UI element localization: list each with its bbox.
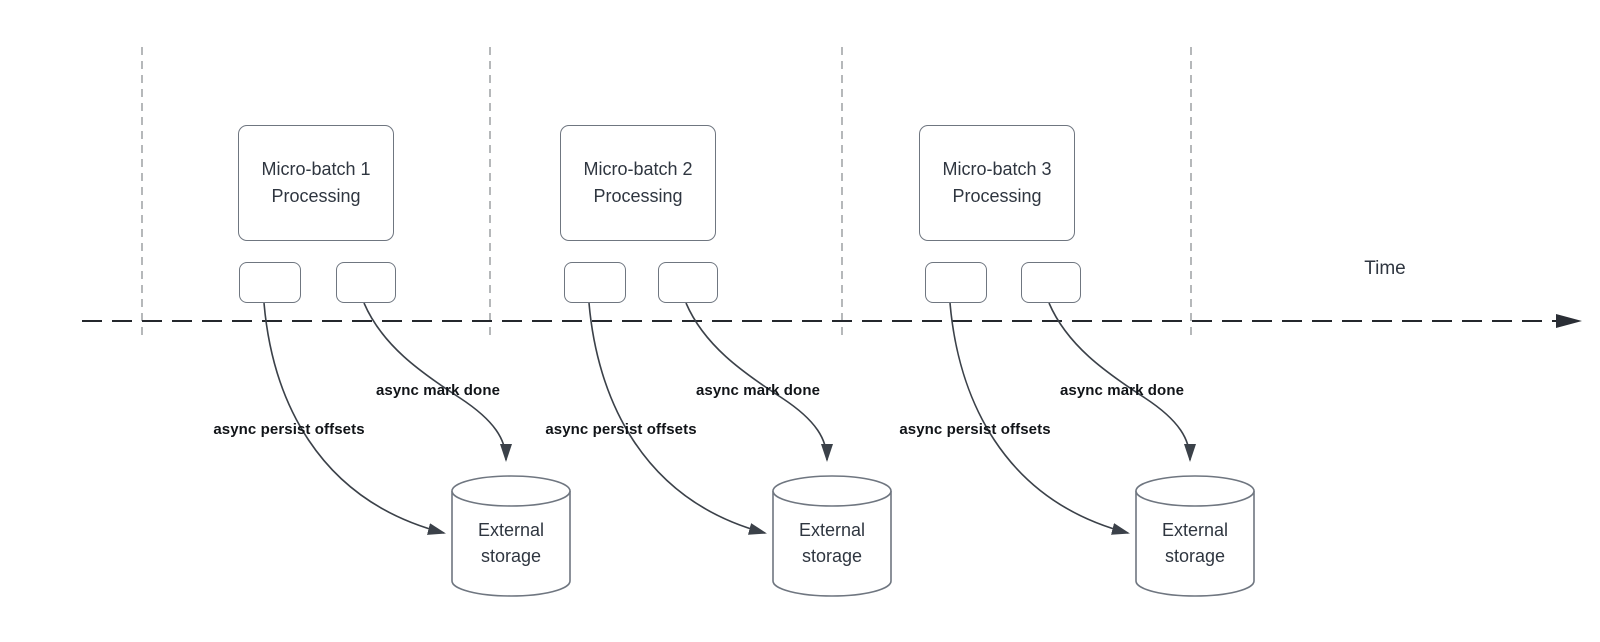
mark-done-arrow-1 bbox=[363, 302, 512, 462]
mark-done-task-box-3 bbox=[1021, 262, 1081, 303]
persist-offsets-task-box-2 bbox=[564, 262, 626, 303]
micro-batch-1-processing-box: Micro-batch 1 Processing bbox=[238, 125, 394, 241]
storage-label-line2: storage bbox=[1164, 546, 1226, 566]
time-axis-arrowhead-icon bbox=[1556, 314, 1582, 328]
persist-offsets-label-2: async persist offsets bbox=[545, 421, 697, 438]
storage-label-line2: storage bbox=[480, 546, 542, 566]
storage-label-line1: External bbox=[798, 520, 866, 540]
storage-label-line1: External bbox=[1161, 520, 1229, 540]
processing-box-line2: Processing bbox=[952, 186, 1042, 206]
external-storage-label-1: External storage bbox=[441, 517, 581, 569]
micro-batch-2-processing-box: Micro-batch 2 Processing bbox=[560, 125, 716, 241]
external-storage-label-2: External storage bbox=[762, 517, 902, 569]
persist-offsets-label-1: async persist offsets bbox=[213, 421, 365, 438]
processing-box-line2: Processing bbox=[271, 186, 361, 206]
external-storage-cylinder-1 bbox=[451, 475, 571, 597]
external-storage-cylinder-3 bbox=[1135, 475, 1255, 597]
mark-done-label-3: async mark done bbox=[1059, 382, 1185, 399]
external-storage-cylinder-2 bbox=[772, 475, 892, 597]
micro-batch-3-processing-box: Micro-batch 3 Processing bbox=[919, 125, 1075, 241]
persist-offsets-arrow-2 bbox=[588, 302, 767, 535]
mark-done-task-box-2 bbox=[658, 262, 718, 303]
processing-box-line1: Micro-batch 2 bbox=[583, 159, 693, 179]
storage-label-line2: storage bbox=[801, 546, 863, 566]
persist-offsets-arrow-1 bbox=[263, 302, 446, 535]
mark-done-arrow-3 bbox=[1048, 302, 1196, 462]
mark-done-arrow-2 bbox=[685, 302, 833, 462]
processing-box-line1: Micro-batch 1 bbox=[261, 159, 371, 179]
mark-done-label-2: async mark done bbox=[695, 382, 821, 399]
time-axis-label: Time bbox=[1364, 258, 1406, 279]
external-storage-label-3: External storage bbox=[1125, 517, 1265, 569]
mark-done-task-box-1 bbox=[336, 262, 396, 303]
processing-box-line2: Processing bbox=[593, 186, 683, 206]
persist-offsets-task-box-1 bbox=[239, 262, 301, 303]
processing-box-line1: Micro-batch 3 bbox=[942, 159, 1052, 179]
storage-label-line1: External bbox=[477, 520, 545, 540]
persist-offsets-label-3: async persist offsets bbox=[899, 421, 1051, 438]
persist-offsets-task-box-3 bbox=[925, 262, 987, 303]
mark-done-label-1: async mark done bbox=[375, 382, 501, 399]
persist-offsets-arrow-3 bbox=[949, 302, 1130, 535]
